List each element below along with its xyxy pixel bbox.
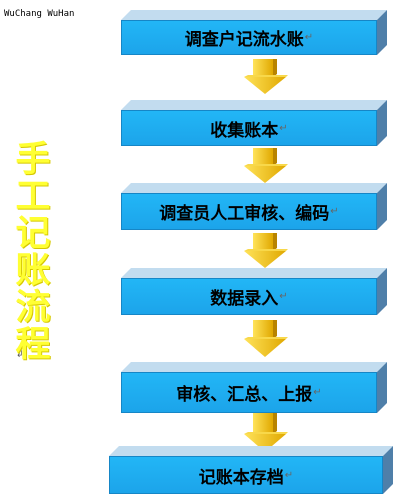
paragraph-mark: ↵	[304, 32, 314, 43]
vertical-title-char: 记	[15, 214, 51, 254]
down-arrow-icon	[244, 320, 288, 357]
paragraph-mark: ↵	[279, 291, 288, 302]
vertical-title-char: 手	[15, 140, 51, 180]
step-box-5: 审核、汇总、上报↵	[121, 362, 387, 413]
paragraph-mark: ↵	[279, 122, 288, 134]
paragraph-mark: ↵	[330, 206, 339, 217]
header-text: WuChang WuHan	[4, 9, 75, 19]
step-label: 审核、汇总、上报	[176, 385, 313, 405]
vertical-title-char: 流	[15, 288, 51, 328]
step-box-1: 调查户记流水账↵	[121, 10, 387, 55]
vertical-title: 手 工 记 账 流 程	[12, 142, 54, 364]
vertical-title-char: 程	[15, 325, 51, 365]
step-label: 收集账本	[210, 120, 279, 141]
step-box-3: 调查员人工审核、编码↵	[121, 183, 387, 230]
step-label: 数据录入	[210, 289, 279, 309]
step-label: 调查户记流水账	[184, 30, 304, 50]
step-box-4: 数据录入↵	[121, 268, 387, 315]
line-break-mark: ↲	[16, 350, 24, 360]
step-box-2: 收集账本↵	[121, 100, 387, 146]
paragraph-mark: ↵	[284, 469, 294, 481]
down-arrow-icon	[244, 413, 288, 452]
step-box-6: 记账本存档↵	[109, 446, 393, 494]
paragraph-mark: ↵	[313, 387, 322, 398]
down-arrow-icon	[244, 59, 288, 94]
down-arrow-icon	[244, 148, 288, 183]
vertical-title-char: 工	[15, 177, 51, 217]
step-label: 记账本存档	[198, 467, 284, 488]
down-arrow-icon	[244, 233, 288, 268]
vertical-title-char: 账	[15, 251, 51, 291]
step-label: 调查员人工审核、编码	[159, 204, 330, 224]
